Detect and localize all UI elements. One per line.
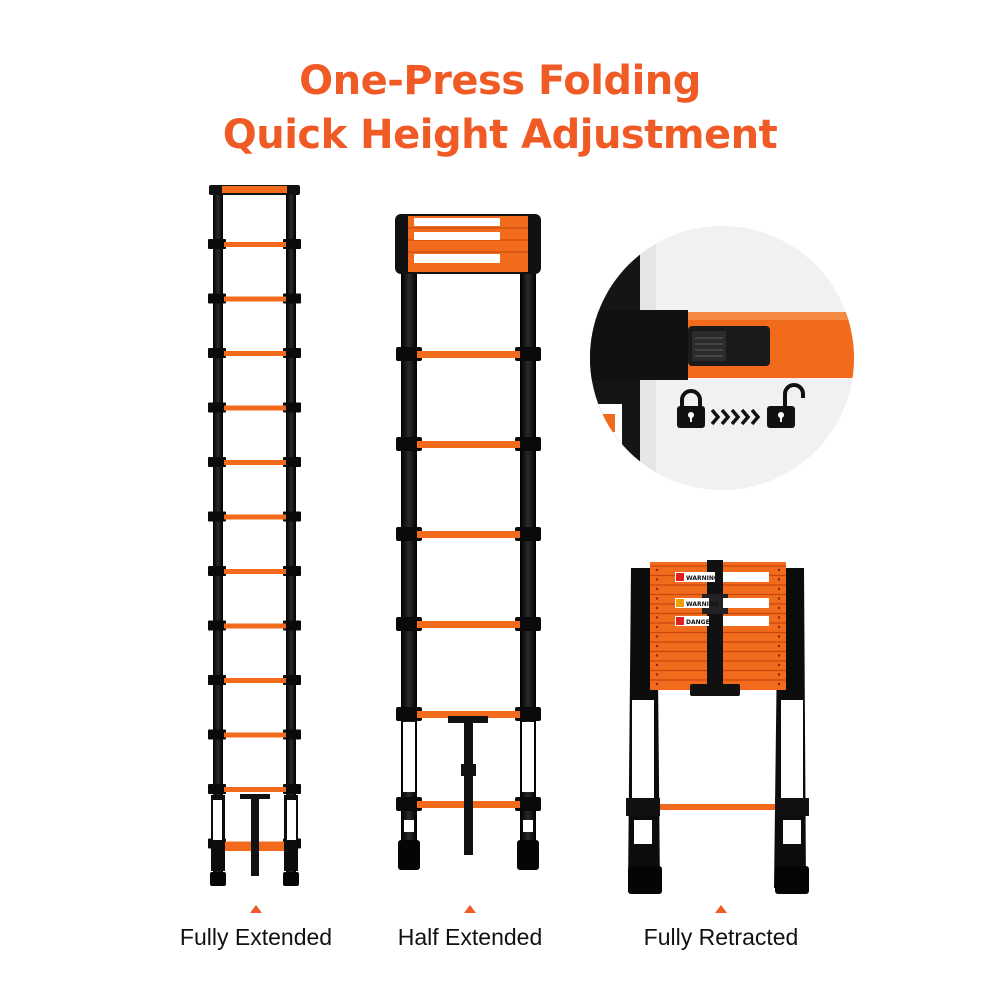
rivet bbox=[777, 644, 781, 648]
rung-clamp-left bbox=[208, 457, 226, 467]
headline-line-2: Quick Height Adjustment bbox=[222, 112, 778, 158]
rung-clamp-right bbox=[283, 729, 301, 740]
rivet bbox=[655, 625, 659, 629]
rivet bbox=[655, 673, 659, 676]
chevrons-right-icon bbox=[710, 408, 761, 426]
rung bbox=[224, 405, 286, 411]
lock-open-icon bbox=[767, 383, 805, 428]
rung-clamp-right bbox=[283, 457, 301, 467]
rung-clamp-left bbox=[396, 797, 422, 811]
rivet bbox=[777, 616, 781, 619]
rung bbox=[224, 569, 286, 574]
rivet bbox=[777, 682, 781, 686]
rung-clamp-left bbox=[208, 566, 226, 576]
rung bbox=[224, 514, 286, 520]
rung-clamp-right bbox=[283, 239, 301, 249]
rivet bbox=[655, 568, 659, 572]
rung-clamp-right bbox=[515, 347, 541, 361]
rivet bbox=[655, 578, 659, 581]
rivet bbox=[655, 682, 659, 686]
rung-clamp-right bbox=[515, 527, 541, 541]
caption-half-extended: Half Extended bbox=[397, 924, 543, 950]
rung bbox=[417, 441, 520, 448]
rung-clamp-right bbox=[283, 620, 301, 631]
rivet bbox=[655, 587, 659, 591]
rung-clamp-right bbox=[515, 437, 541, 451]
rung-clamp-right bbox=[283, 566, 301, 576]
rung-clamp-left bbox=[208, 348, 226, 358]
rivet bbox=[777, 597, 781, 600]
rivet bbox=[655, 616, 659, 619]
caption-fully-retracted: Fully Retracted bbox=[643, 924, 799, 950]
rung bbox=[224, 732, 286, 738]
rung-clamp-left bbox=[208, 784, 226, 794]
warning-text-middle: WARNING bbox=[686, 601, 719, 608]
rung-clamp-left bbox=[208, 402, 226, 413]
caret-fully-retracted bbox=[715, 905, 727, 913]
rung bbox=[417, 711, 520, 718]
rung-clamp-right bbox=[283, 348, 301, 358]
rivet bbox=[655, 654, 659, 657]
warning-text-top: WARNING bbox=[686, 575, 719, 582]
rung bbox=[417, 531, 520, 538]
caption-fully-extended: Fully Extended bbox=[179, 924, 333, 950]
headline-line-1: One-Press Folding bbox=[299, 58, 701, 104]
rivet bbox=[777, 663, 781, 667]
ladder-half-extended bbox=[395, 214, 541, 870]
rung-clamp-right bbox=[283, 784, 301, 794]
rung bbox=[224, 242, 286, 247]
rung-clamp-right bbox=[515, 617, 541, 631]
rung-clamp-right bbox=[283, 293, 301, 304]
rung bbox=[417, 621, 520, 628]
rivet bbox=[777, 606, 781, 610]
rung bbox=[417, 351, 520, 358]
rung-clamp-left bbox=[396, 707, 422, 721]
lock-closed-icon bbox=[677, 389, 705, 428]
lock-detail-zoom bbox=[590, 226, 854, 490]
rung bbox=[224, 787, 286, 792]
rung bbox=[224, 678, 286, 683]
rung bbox=[224, 460, 286, 465]
caret-half-extended bbox=[464, 905, 476, 913]
rung-clamp-right bbox=[283, 402, 301, 413]
rung-clamp-left bbox=[396, 347, 422, 361]
rung-clamp-left bbox=[208, 293, 226, 304]
rung-clamp-left bbox=[208, 511, 226, 522]
rivet bbox=[777, 654, 781, 657]
rivet bbox=[777, 587, 781, 591]
rung bbox=[224, 296, 286, 302]
rung-clamp-right bbox=[515, 797, 541, 811]
rivet bbox=[655, 606, 659, 610]
rivet bbox=[655, 597, 659, 600]
ladder-fully-retracted: WARNING WARNING DANGER bbox=[626, 560, 809, 894]
rivet bbox=[777, 673, 781, 676]
rung-clamp-left bbox=[208, 729, 226, 740]
caret-fully-extended bbox=[250, 905, 262, 913]
rung-clamp-left bbox=[208, 239, 226, 249]
rung-clamp-left bbox=[208, 620, 226, 631]
ladder-fully-extended bbox=[208, 185, 301, 886]
rung-clamp-left bbox=[208, 675, 226, 685]
danger-text: DANGER bbox=[686, 619, 715, 626]
rung bbox=[224, 623, 286, 629]
rivet bbox=[655, 663, 659, 667]
rung-clamp-left bbox=[396, 527, 422, 541]
rung bbox=[224, 351, 286, 356]
rivet bbox=[655, 644, 659, 648]
rivet bbox=[777, 625, 781, 629]
rivet bbox=[777, 635, 781, 638]
rung-clamp-right bbox=[283, 511, 301, 522]
rung-clamp-left bbox=[396, 617, 422, 631]
rung-clamp-left bbox=[396, 437, 422, 451]
rung-clamp-right bbox=[283, 675, 301, 685]
rivet bbox=[777, 568, 781, 572]
rung-clamp-right bbox=[515, 707, 541, 721]
rungs bbox=[208, 239, 301, 851]
rivet bbox=[777, 578, 781, 581]
warning-stickers: WARNING WARNING DANGER bbox=[675, 572, 769, 626]
rivet bbox=[655, 635, 659, 638]
